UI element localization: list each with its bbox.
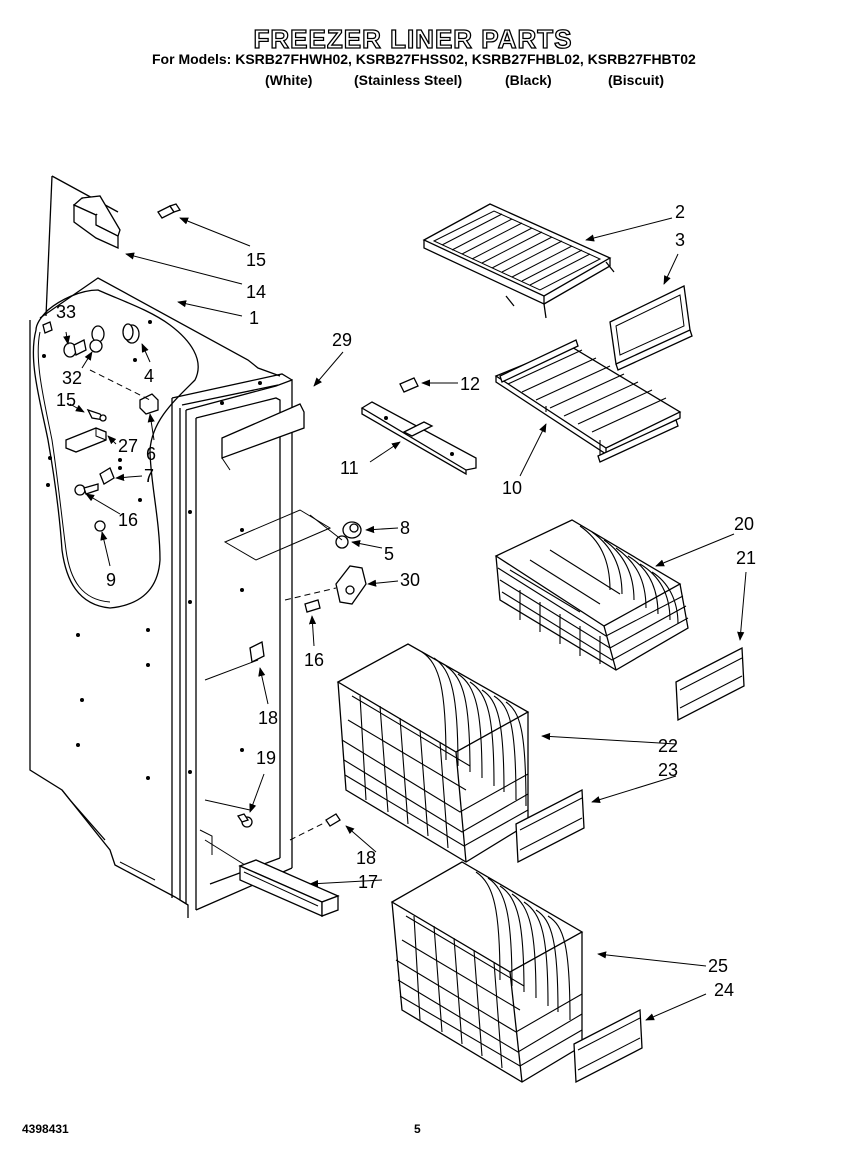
thermostat-part-32 — [89, 325, 105, 353]
basket-front-part-24-lower — [573, 1008, 643, 1084]
leader-lines — [63, 217, 747, 1021]
page-number: 5 — [414, 1122, 421, 1136]
callout-11: 10 — [502, 478, 522, 498]
callout-20: 19 — [256, 748, 276, 768]
callout-25: 25 — [708, 956, 728, 976]
variant-biscuit: (Biscuit) — [608, 72, 664, 88]
basket-part-25 — [390, 861, 584, 1083]
callout-3: 3 — [675, 230, 685, 250]
knob-part-4 — [122, 320, 152, 344]
shelf-part-2 — [422, 203, 615, 319]
callout-18: 18 — [356, 848, 376, 868]
screw-part-12 — [399, 377, 419, 393]
callout-17: 17 — [358, 872, 378, 892]
screw-part-20 — [236, 813, 253, 828]
callout-4: 4 — [144, 366, 154, 386]
variant-black: (Black) — [505, 72, 552, 88]
basket-front-part-24-upper — [515, 788, 585, 864]
screw-part-15-top — [157, 203, 182, 219]
callout-19: 18 — [258, 708, 278, 728]
variant-white: (White) — [265, 72, 313, 88]
clip-part-7 — [99, 466, 122, 485]
callout-24-upper: 23 — [658, 760, 678, 780]
callout-24-lower: 24 — [714, 980, 734, 1000]
callout-9: 9 — [106, 570, 116, 590]
callout-29: 29 — [332, 330, 352, 350]
callout-2: 2 — [675, 202, 685, 222]
callout-33: 33 — [56, 302, 76, 322]
screw-part-15-lower — [86, 408, 107, 422]
callout-1: 1 — [249, 308, 259, 328]
callout-15: 15 — [246, 250, 266, 270]
housing-part-6 — [89, 369, 159, 415]
screw-part-18 — [289, 813, 341, 841]
variant-stainless: (Stainless Steel) — [354, 72, 463, 88]
rail-part-10 — [360, 401, 477, 476]
switch-part-19 — [249, 641, 265, 663]
bracket-part-27 — [65, 427, 107, 453]
page-title: FREEZER LINER PARTS — [253, 23, 573, 54]
callout-7: 7 — [144, 466, 154, 486]
bulb-part-5 — [309, 514, 349, 549]
callout-12: 12 — [460, 374, 480, 394]
socket-part-33 — [63, 339, 87, 358]
callout-10: 11 — [340, 458, 359, 478]
cover-part-29 — [221, 403, 305, 471]
basket-front-part-22 — [675, 646, 745, 722]
document-number: 4398431 — [22, 1122, 69, 1136]
screw-part-16-upper — [74, 483, 99, 496]
bracket-part-30 — [284, 565, 367, 605]
callout-30: 30 — [400, 570, 420, 590]
cover-plate-part-3 — [609, 285, 693, 371]
socket-part-8 — [342, 521, 362, 539]
callout-6: 6 — [146, 444, 156, 464]
callout-labels: 15 14 1 2 3 29 12 11 10 8 5 30 16 18 19 … — [56, 202, 756, 1000]
callout-5: 5 — [384, 544, 394, 564]
callout-8: 8 — [400, 518, 410, 538]
callout-32: 32 — [62, 368, 82, 388]
callout-16-lower: 16 — [304, 650, 324, 670]
basket-part-21 — [494, 519, 689, 671]
callout-23: 22 — [658, 736, 678, 756]
callout-22: 21 — [736, 548, 756, 568]
callout-15-lower: 15 — [56, 390, 76, 410]
callout-27: 27 — [118, 436, 138, 456]
shadow-box-part-8 — [223, 509, 332, 561]
wire-shelf-part-11 — [494, 339, 682, 463]
callout-14: 14 — [246, 282, 266, 302]
grille-part-17 — [238, 859, 340, 917]
models-line: For Models: KSRB27FHWH02, KSRB27FHSS02, … — [152, 51, 696, 67]
callout-16-upper: 16 — [118, 510, 138, 530]
screw-part-16-lower — [304, 599, 321, 613]
bracket-part-14 — [72, 195, 121, 250]
callout-21: 20 — [734, 514, 754, 534]
basket-part-23 — [336, 643, 530, 863]
plug-part-9 — [94, 520, 106, 532]
